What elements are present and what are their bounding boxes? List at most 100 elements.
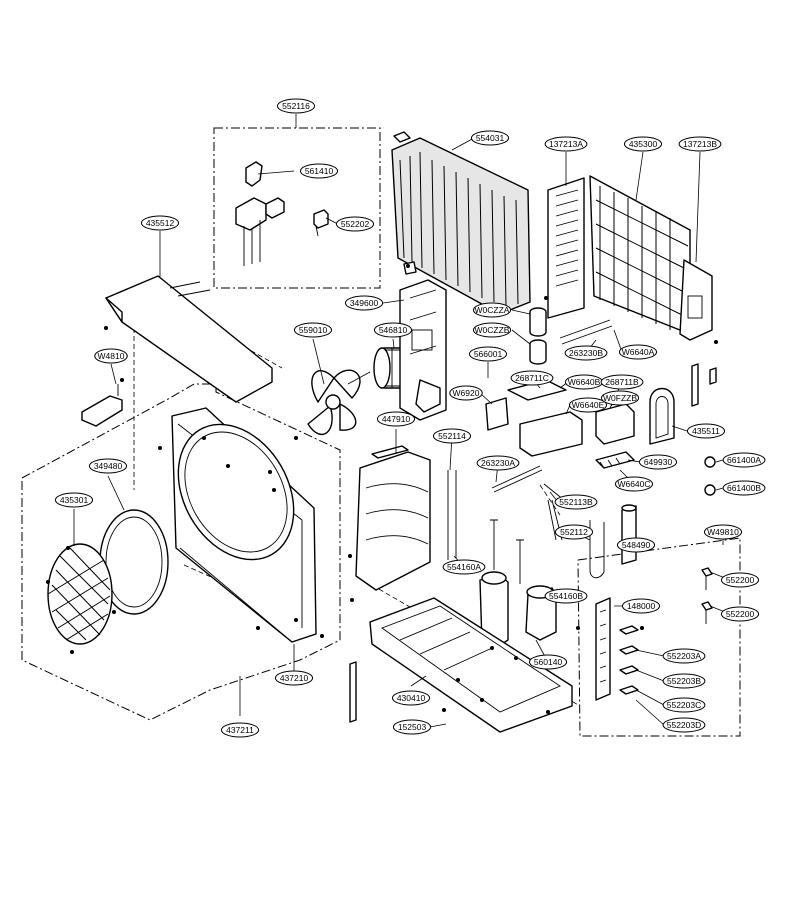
callout-649930: 649930: [638, 454, 678, 470]
callout-bubble: [88, 458, 128, 474]
callout-554160a: 554160A: [442, 559, 486, 575]
callout-w4810: W4810: [94, 348, 128, 364]
callout-label: 552203D: [667, 720, 702, 730]
callout-435301: 435301: [54, 492, 94, 508]
callout-label: 552114: [438, 431, 466, 441]
callout-label: 552112: [560, 527, 588, 537]
callout-bubble: [554, 494, 598, 510]
callout-bubble: [614, 476, 654, 492]
callout-552202: 552202: [335, 216, 375, 232]
callout-552203c: 552203C: [662, 697, 706, 713]
callout-bubble: [274, 670, 314, 686]
bushings: [704, 456, 716, 496]
callout-bubble: [686, 423, 726, 439]
callout-label: 435301: [60, 495, 89, 505]
callout-label: 552203A: [667, 651, 701, 661]
callout-bubble: [442, 559, 486, 575]
callout-bubble: [432, 428, 472, 444]
callout-bubble: [544, 136, 588, 152]
side-cover: [649, 387, 675, 445]
top-cover: [105, 275, 273, 403]
callout-552203b: 552203B: [662, 673, 706, 689]
callout-554031: 554031: [470, 130, 510, 146]
callout-label: 268711B: [605, 377, 639, 387]
callout-148000: 148000: [621, 598, 661, 614]
callout-661400a: 661400A: [722, 452, 766, 468]
callout-bubble: [703, 524, 743, 540]
callout-label: W6640A: [622, 347, 655, 357]
callout-661400b: 661400B: [722, 480, 766, 496]
capacitors: [529, 307, 547, 365]
callout-label: W0CZZA: [475, 305, 510, 315]
callout-label: W6640C: [617, 479, 650, 489]
callout-label: 437210: [280, 673, 309, 683]
callout-bubble: [722, 480, 766, 496]
callout-437211: 437211: [220, 722, 260, 738]
callout-bubble: [568, 397, 608, 413]
callout-bubble: [662, 717, 706, 733]
callout-552116: 552116: [276, 98, 316, 114]
callout-label: 552202: [341, 219, 370, 229]
callout-label: 148000: [627, 601, 656, 611]
callout-bubble: [600, 390, 640, 406]
callout-label: 554031: [476, 133, 505, 143]
callout-label: 552200: [726, 575, 755, 585]
callout-552200: 552200: [720, 572, 760, 588]
callout-w0czza: W0CZZA: [472, 302, 512, 318]
callout-label: 560140: [534, 657, 563, 667]
callout-435300: 435300: [623, 136, 663, 152]
callout-bubble: [600, 374, 644, 390]
callout-bubble: [476, 455, 520, 471]
callout-bubble: [373, 322, 413, 338]
callout-label: 559010: [299, 325, 328, 335]
callout-bubble: [720, 606, 760, 622]
callout-label: 447910: [382, 414, 411, 424]
callout-label: W6640B: [568, 377, 601, 387]
callout-w6640a: W6640A: [618, 344, 658, 360]
callout-label: W6640E: [572, 400, 605, 410]
callout-bubble: [544, 588, 588, 604]
callout-label: 554160A: [447, 562, 481, 572]
callout-bubble: [299, 163, 339, 179]
callout-bubble: [54, 492, 94, 508]
service-valves: [595, 567, 713, 701]
callout-bubble: [449, 385, 483, 401]
callout-bubble: [510, 370, 554, 386]
callout-552114: 552114: [432, 428, 472, 444]
callout-bubble: [564, 345, 608, 361]
callout-w6640e: W6640E: [568, 397, 608, 413]
callout-bubble: [528, 654, 568, 670]
callout-447910: 447910: [376, 411, 416, 427]
side-panels: [547, 175, 717, 407]
callout-label: 435512: [146, 218, 175, 228]
callout-label: 649930: [644, 457, 673, 467]
callout-152503: 152503: [392, 719, 432, 735]
callout-w0czzb: W0CZZB: [472, 322, 512, 338]
callout-430410: 430410: [391, 690, 431, 706]
callout-label: 137213A: [549, 139, 583, 149]
callout-label: 268711C: [515, 373, 549, 383]
callout-268711b: 268711B: [600, 374, 644, 390]
callout-bubble: [376, 411, 416, 427]
callout-bubble: [472, 322, 512, 338]
callout-bubble: [344, 295, 384, 311]
callout-label: 566001: [474, 349, 503, 359]
callout-label: 554160B: [549, 591, 583, 601]
screws: [46, 264, 718, 714]
callout-w6920: W6920: [449, 385, 483, 401]
callout-bubble: [392, 719, 432, 735]
callout-label: 552200: [726, 609, 755, 619]
callout-554160b: 554160B: [544, 588, 588, 604]
callout-label: 435511: [692, 426, 720, 436]
callout-label: 349600: [350, 298, 379, 308]
callout-435511: 435511: [686, 423, 726, 439]
callout-label: 552113B: [559, 497, 593, 507]
callout-label: 552203C: [667, 700, 702, 710]
callout-560140: 560140: [528, 654, 568, 670]
callout-bubble: [472, 302, 512, 318]
callout-bubble: [94, 348, 128, 364]
callout-137213a: 137213A: [544, 136, 588, 152]
callout-bubble: [623, 136, 663, 152]
handle-bracket: [81, 384, 123, 427]
callout-263230b: 263230B: [564, 345, 608, 361]
